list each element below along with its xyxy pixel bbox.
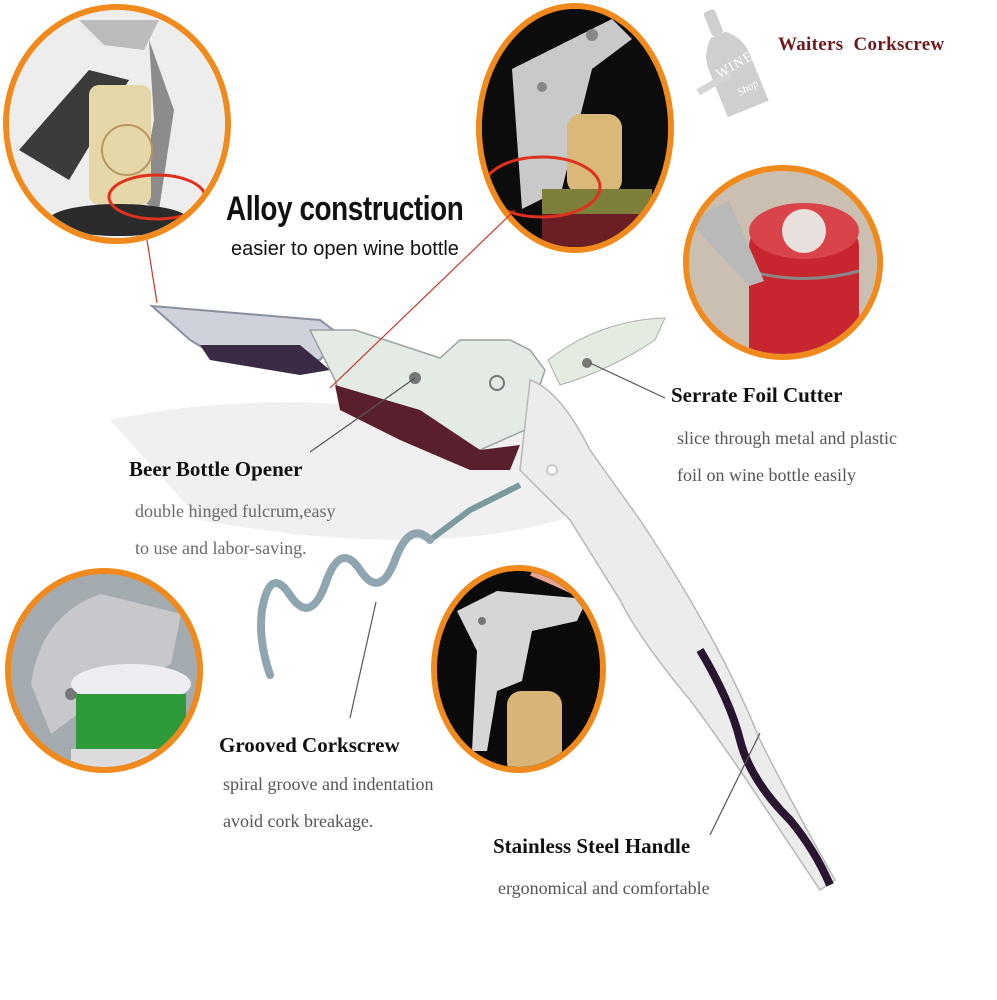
feature-desc-line: slice through metal and plastic [677, 428, 897, 448]
headline-subtitle: easier to open wine bottle [231, 238, 459, 260]
pointer-line-lever [146, 239, 158, 304]
feature-desc-corkscrew: spiral groove and indentation avoid cork… [223, 766, 433, 840]
feature-desc-line: double hinged fulcrum,easy [135, 501, 336, 521]
brand-title: Waiters Corkscrew [778, 34, 945, 55]
pointer-line-corkscrew [349, 601, 377, 719]
feature-title-handle: Stainless Steel Handle [493, 834, 691, 858]
pointer-line-foil-cutter [589, 362, 666, 399]
wine-bottle-icon [696, 9, 769, 118]
wine-shop-logo: WINE Shop [693, 2, 779, 118]
feature-desc-line: foil on wine bottle easily [677, 465, 856, 485]
feature-desc-handle: ergonomical and comfortable [498, 870, 710, 907]
feature-desc-line: to use and labor-saving. [135, 538, 307, 558]
photo-beer-cap-opening [5, 568, 203, 773]
pointer-line-alloy [329, 209, 516, 389]
photo-cork-lever-closeup [3, 4, 231, 244]
feature-desc-foil-cutter: slice through metal and plastic foil on … [677, 420, 897, 494]
headline-title: Alloy construction [226, 190, 464, 228]
feature-title-bottle-opener: Beer Bottle Opener [129, 457, 303, 481]
feature-desc-line: avoid cork breakage. [223, 811, 374, 831]
photo-corkscrew-in-cork [476, 3, 674, 253]
photo-cork-extraction [431, 565, 606, 773]
pointer-line-bottle-opener [309, 377, 416, 453]
feature-title-corkscrew: Grooved Corkscrew [219, 733, 400, 757]
feature-title-foil-cutter: Serrate Foil Cutter [671, 383, 843, 407]
feature-desc-line: ergonomical and comfortable [498, 878, 710, 898]
photo-foil-cutting [683, 165, 883, 360]
feature-desc-bottle-opener: double hinged fulcrum,easy to use and la… [135, 493, 335, 567]
feature-desc-line: spiral groove and indentation [223, 774, 434, 794]
pointer-line-handle [709, 732, 761, 836]
